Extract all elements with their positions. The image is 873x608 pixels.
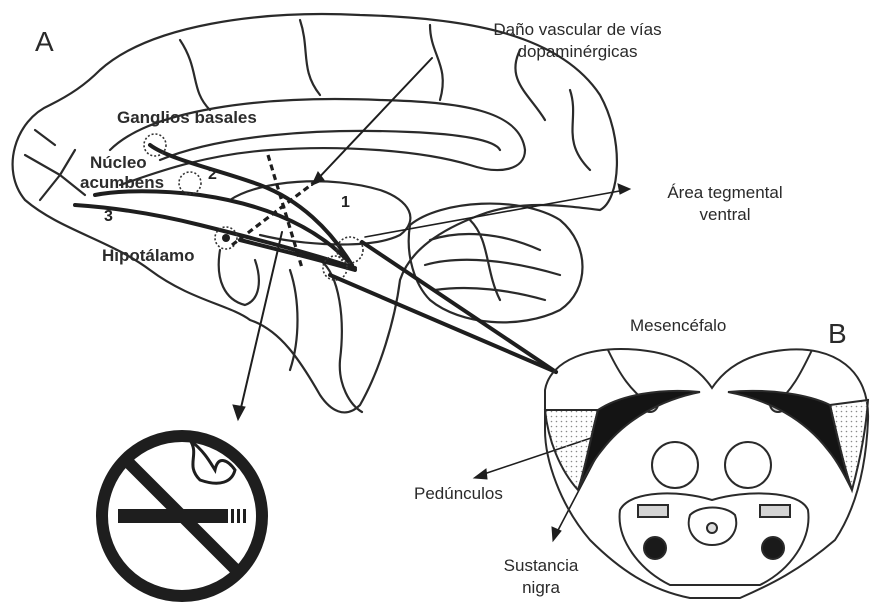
nucleo-acumbens-label: Núcleo acumbens [80,153,164,193]
sulcus-3 [430,25,443,100]
cigarette-filter-3 [243,509,246,523]
cigarette-filter-2 [237,509,240,523]
pathway-number-3: 3 [104,208,113,226]
sustancia-line-1: Sustancia [486,555,596,577]
vascular-damage-line-1: Daño vascular de vías [455,19,700,41]
pedunculos-label: Pedúnculos [414,483,503,505]
sulcus-1 [180,40,210,110]
sulcus-2 [300,20,320,95]
red-nucleus-right [725,442,771,488]
sustancia-nigra-label: Sustancia nigra [486,555,596,599]
red-nucleus-left [652,442,698,488]
tegmental-area-label: Área tegmental ventral [630,182,820,226]
sulcus-5 [570,90,590,170]
mesencefalo-label: Mesencéfalo [630,315,726,337]
no-smoking-icon [102,436,262,596]
sustancia-line-2: nigra [486,577,596,599]
acumbens-marker [179,172,201,194]
hipotalamo-label: Hipotálamo [102,245,195,267]
pathway-number-2: 2 [208,166,217,184]
corpus-callosum-inner [160,131,500,160]
hipotalamo-dot [222,234,230,242]
pedunculos-arrowhead [474,469,487,479]
vascular-damage-line-2: dopaminérgicas [455,41,700,63]
panel-label-b: B [828,318,847,350]
dark-nucleus-left [644,537,666,559]
tegmental-pointer [365,190,625,237]
vascular-pointer [312,58,432,185]
striped-band-left [638,505,668,517]
striped-band-right [760,505,790,517]
smoking-arrowhead [233,405,245,420]
pituitary-outline [219,250,259,305]
occipital-sulci [25,130,85,200]
sustancia-arrowhead [552,527,561,541]
tegmental-arrowhead [618,184,630,194]
nucleo-line-1: Núcleo [80,153,164,173]
panel-label-a: A [35,26,54,58]
cigarette-filter-1 [231,509,234,523]
midbrain-link-1 [362,242,556,372]
substantia-nigra-left [578,391,700,490]
pathway-number-1: 1 [341,194,350,212]
dark-nucleus-right [762,537,784,559]
thalamus-outline [230,181,410,244]
nucleo-line-2: acumbens [80,173,164,193]
vascular-damage-label: Daño vascular de vías dopaminérgicas [455,19,700,63]
ganglios-basales-label: Ganglios basales [117,107,257,129]
tegmental-line-2: ventral [630,204,820,226]
tegmental-line-1: Área tegmental [630,182,820,204]
smoking-pointer [240,232,282,412]
aqueduct [707,523,717,533]
